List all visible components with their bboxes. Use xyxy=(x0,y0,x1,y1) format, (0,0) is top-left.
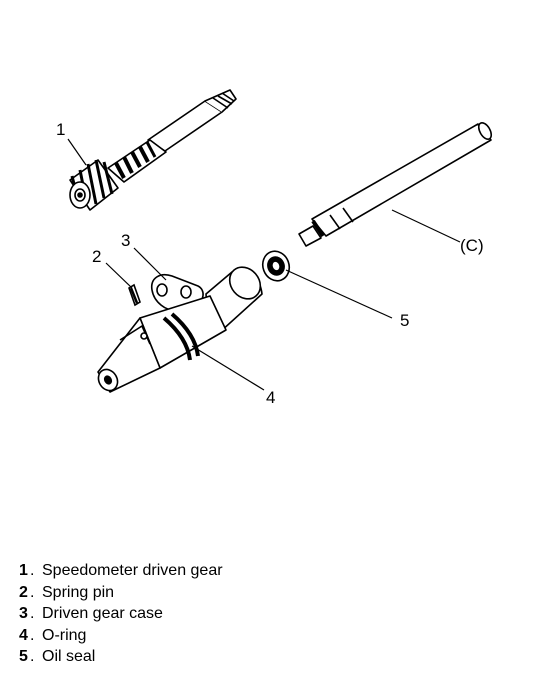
legend-number-dot: . xyxy=(30,648,35,665)
legend-item: 4. O-ring xyxy=(19,625,223,647)
leader-lines xyxy=(67,138,461,391)
exploded-parts-diagram: 1 2 3 4 5 (C) xyxy=(56,89,493,407)
legend-number: 2 xyxy=(19,583,28,601)
legend-number: 3 xyxy=(19,605,28,622)
legend-number-dot: . xyxy=(30,583,35,601)
legend-number-dot: . xyxy=(30,626,35,644)
parts-legend: 1. Speedometer driven gear 2. Spring pin 3. D… xyxy=(19,560,223,668)
legend-number: 1 xyxy=(19,562,28,579)
legend-text: Driven gear case xyxy=(42,605,163,622)
legend-number-dot: . xyxy=(30,605,35,622)
special-tool-c xyxy=(298,122,493,247)
legend-number: 5 xyxy=(19,648,28,665)
callout-2: 2 xyxy=(92,247,101,266)
legend-number: 4 xyxy=(19,626,28,644)
legend-item: 2. Spring pin xyxy=(19,582,223,604)
legend-number-dot: . xyxy=(30,562,35,579)
legend-text: Spring pin xyxy=(42,583,115,601)
legend-item: 1. Speedometer driven gear xyxy=(19,560,223,582)
oil-seal xyxy=(261,250,291,282)
callout-3: 3 xyxy=(121,231,130,250)
callout-4: 4 xyxy=(266,388,275,407)
legend-item: 3. Driven gear case xyxy=(19,603,223,625)
callout-c: (C) xyxy=(460,236,484,255)
spring-pin xyxy=(128,283,141,307)
legend-text: Speedometer driven gear xyxy=(42,562,223,579)
legend-text: Oil seal xyxy=(42,648,96,665)
legend-item: 5. Oil seal xyxy=(19,646,223,668)
callout-1: 1 xyxy=(56,120,65,139)
callout-5: 5 xyxy=(400,311,409,330)
legend-text: O-ring xyxy=(42,626,87,644)
driven-gear-case xyxy=(97,266,263,393)
speedometer-driven-gear xyxy=(69,89,237,211)
